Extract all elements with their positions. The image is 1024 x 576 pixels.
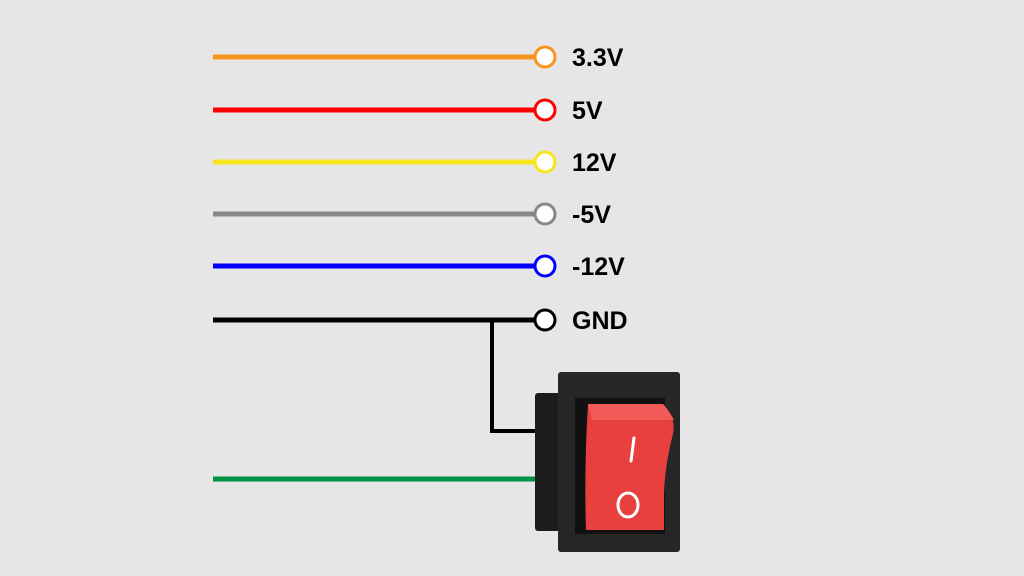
rail-label: -5V xyxy=(572,201,611,229)
rail-neg12v: -12V xyxy=(213,253,625,281)
rail-gnd: GND xyxy=(213,307,628,335)
rail-label: 12V xyxy=(572,149,617,177)
terminal-circle xyxy=(533,150,557,174)
terminal-circle xyxy=(533,45,557,69)
rail-label: 3.3V xyxy=(572,44,624,72)
off-symbol-icon xyxy=(616,491,640,519)
rail-label: 5V xyxy=(572,97,603,125)
rail-label: GND xyxy=(572,307,628,335)
rocker-switch[interactable] xyxy=(535,372,680,552)
switch-rocker[interactable] xyxy=(585,404,674,530)
switch-side-flange xyxy=(535,393,565,531)
terminal-circle xyxy=(533,254,557,278)
rail-5v: 5V xyxy=(213,97,603,125)
rail-12v: 12V xyxy=(213,149,617,177)
rail-label: -12V xyxy=(572,253,625,281)
gnd-branch-wire xyxy=(490,320,541,433)
rail-neg5v: -5V xyxy=(213,201,611,229)
rocker-top-highlight xyxy=(588,404,674,420)
terminal-circle xyxy=(533,308,557,332)
terminal-circle xyxy=(533,98,557,122)
power-rails: 3.3V 5V 12V -5V -12V GND xyxy=(213,44,628,335)
on-symbol-icon xyxy=(629,436,636,463)
rail-3-3v: 3.3V xyxy=(213,44,624,72)
terminal-circle xyxy=(533,202,557,226)
